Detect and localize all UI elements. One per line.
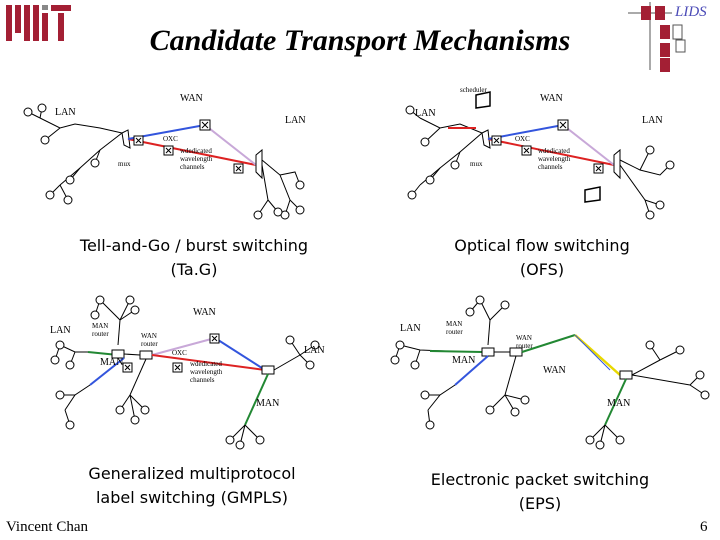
ofs-caption: Optical flow switching (OFS) [454,236,630,279]
tag-end-nodes [23,103,305,220]
gmpls-oxc-label: OXC [172,349,187,357]
tag-caption: Tell-and-Go / burst switching (Ta.G) [79,236,309,279]
ofs-oxc-label: OXC [515,135,530,143]
ofs-mux-label: mux [470,160,483,168]
eps-lan-label: LAN [400,323,421,334]
mit-logo [6,5,71,41]
ofs-lan-left-label: LAN [415,108,436,119]
gmpls-man-router-label: MAN router [92,322,109,338]
eps-man-left-label: MAN [452,355,476,366]
gmpls-man-left-label: MAN [100,357,124,368]
eps-caption: Electronic packet switching (EPS) [430,470,650,513]
eps-man-router-label: MAN router [446,320,463,336]
tag-lan-left-label: LAN [55,107,76,118]
eps-man-bottom-label: MAN [607,398,631,409]
gmpls-wan-router-label: WAN router [141,332,158,348]
ofs-diagram [405,91,675,220]
gmpls-lan-left-label: LAN [50,325,71,336]
ofs-wan-label: WAN [540,93,563,104]
footer-author: Vincent Chan [6,519,88,535]
tag-channels-label: wdedicated wavelength channels [180,147,213,171]
eps-wan-label: WAN [543,365,566,376]
eps-wan-router-label: WAN router [516,334,533,350]
lids-logo-text: LIDS [675,4,707,20]
tag-oxc-label: OXC [163,135,178,143]
tag-diagram [23,103,305,220]
lids-logo-graphic [628,2,686,72]
ofs-scheduler-label: scheduler [460,86,487,94]
gmpls-channels-label: wdedicated wavelength channels [190,360,223,384]
gmpls-wan-label: WAN [193,307,216,318]
tag-mux-label: mux [118,160,131,168]
tag-lan-right-label: LAN [285,115,306,126]
page-number: 6 [700,519,708,535]
tag-wan-label: WAN [180,93,203,104]
gmpls-lan-right-label: LAN [304,345,325,356]
gmpls-caption: Generalized multiprotocol label switchin… [88,464,296,507]
ofs-lan-right-label: LAN [642,115,663,126]
gmpls-man-bottom-label: MAN [256,398,280,409]
gmpls-diagram [50,295,320,450]
ofs-channels-label: wdedicated wavelength channels [538,147,571,171]
page-title: Candidate Transport Mechanisms [149,24,571,57]
eps-diagram [390,295,710,450]
